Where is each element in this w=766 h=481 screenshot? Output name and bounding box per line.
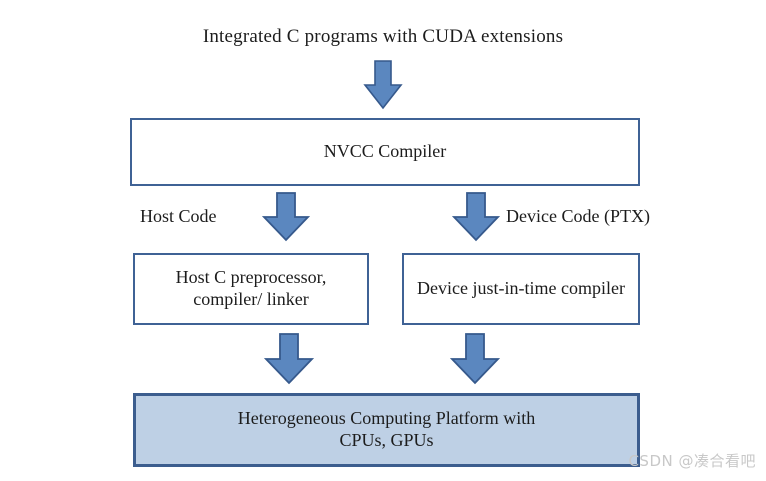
csdn-watermark: CSDN @凑合看吧 — [628, 452, 756, 470]
edge-label-device-code: Device Code (PTX) — [506, 206, 650, 226]
node-heterogeneous-platform-line2: CPUs, GPUs — [339, 430, 434, 450]
node-nvcc-compiler: NVCC Compiler — [130, 118, 640, 186]
down-arrow-icon-host-to-platform — [263, 333, 315, 385]
diagram-title: Integrated C programs with CUDA extensio… — [202, 26, 564, 47]
edge-label-host-code: Host Code — [140, 206, 217, 226]
node-host-compiler-label: Host C preprocessor, compiler/ linker — [170, 267, 333, 311]
node-device-compiler: Device just-in-time compiler — [402, 253, 640, 325]
node-host-compiler: Host C preprocessor, compiler/ linker — [133, 253, 369, 325]
down-arrow-icon-nvcc-to-host — [261, 192, 311, 242]
node-heterogeneous-platform-line1: Heterogeneous Computing Platform with — [237, 408, 536, 429]
node-device-compiler-label: Device just-in-time compiler — [417, 278, 625, 299]
node-nvcc-compiler-label: NVCC Compiler — [323, 141, 447, 162]
node-host-compiler-line1: Host C preprocessor, — [175, 267, 327, 288]
node-heterogeneous-platform: Heterogeneous Computing Platform with CP… — [133, 393, 640, 467]
down-arrow-icon-title-to-nvcc — [363, 60, 403, 110]
down-arrow-icon-device-to-platform — [449, 333, 501, 385]
node-host-compiler-line2: compiler/ linker — [193, 289, 309, 309]
node-heterogeneous-platform-label: Heterogeneous Computing Platform with CP… — [232, 408, 541, 452]
down-arrow-icon-nvcc-to-device — [451, 192, 501, 242]
